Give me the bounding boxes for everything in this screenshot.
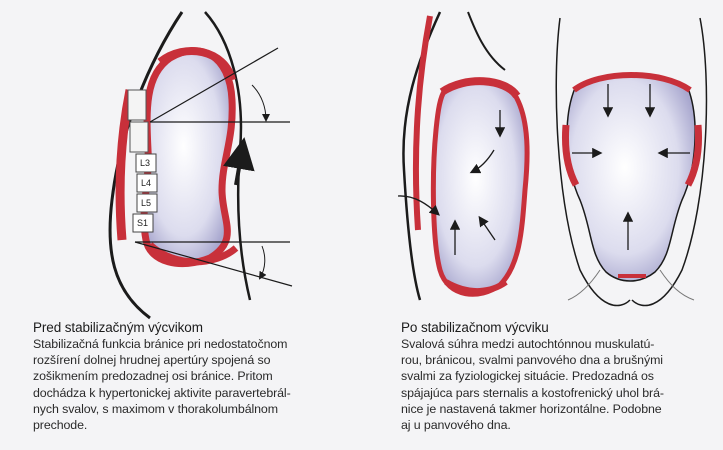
angle-arrow-lower xyxy=(260,246,265,278)
caption-body: Stabilizačná funkcia bránice pri nedosta… xyxy=(33,336,363,433)
abdominal-cavity xyxy=(433,81,527,294)
caption-title: Po stabilizačnom výcviku xyxy=(401,320,721,335)
figure-after-training-front xyxy=(556,18,706,306)
caption-line: zošikmením predozadnej osi bránice. Prit… xyxy=(33,369,273,383)
angle-arrow-upper xyxy=(252,85,266,120)
caption-after-training: Po stabilizačnom výcviku Svalová súhra m… xyxy=(401,320,721,433)
abdominal-cavity xyxy=(567,75,695,282)
diaphragm-illustrations: L3 L4 L5 S1 xyxy=(0,0,723,320)
caption-before-training: Pred stabilizačným výcvikom Stabilizačná… xyxy=(33,320,363,433)
caption-line: dochádza k hypertonickej aktivite parave… xyxy=(33,386,291,400)
caption-line: spájajúca pars sternalis a kostofrenický… xyxy=(401,386,664,400)
vertebra-label-l4: L4 xyxy=(141,178,151,188)
figure-after-training-side xyxy=(398,12,527,300)
vertebra-label-l3: L3 xyxy=(140,158,150,168)
caption-line: nych svalov, s maximom v thorakolumbálno… xyxy=(33,402,278,416)
vertebra-label-s1: S1 xyxy=(137,218,148,228)
caption-line: Svalová súhra medzi autochtónnou muskula… xyxy=(401,337,654,351)
vertebra-label-l5: L5 xyxy=(141,198,151,208)
chest-outline xyxy=(468,12,505,70)
caption-line: rozšírení dolnej hrudnej apertúry spojen… xyxy=(33,353,270,367)
caption-body: Svalová súhra medzi autochtónnou muskula… xyxy=(401,336,721,433)
paravertebral-muscle xyxy=(416,16,430,230)
caption-line: nice je nastavená takmer horizontálne. P… xyxy=(401,402,662,416)
caption-title: Pred stabilizačným výcvikom xyxy=(33,320,363,335)
caption-line: rou, bránicou, svalmi panvového dna a br… xyxy=(401,353,663,367)
figure-before-training: L3 L4 L5 S1 xyxy=(110,12,292,318)
caption-line: aj u panvového dna. xyxy=(401,418,511,432)
caption-line: prechode. xyxy=(33,418,87,432)
caption-line: svalmi za fyziologickej situácie. Predoz… xyxy=(401,369,654,383)
caption-line: Stabilizačná funkcia bránice pri nedosta… xyxy=(33,337,287,351)
